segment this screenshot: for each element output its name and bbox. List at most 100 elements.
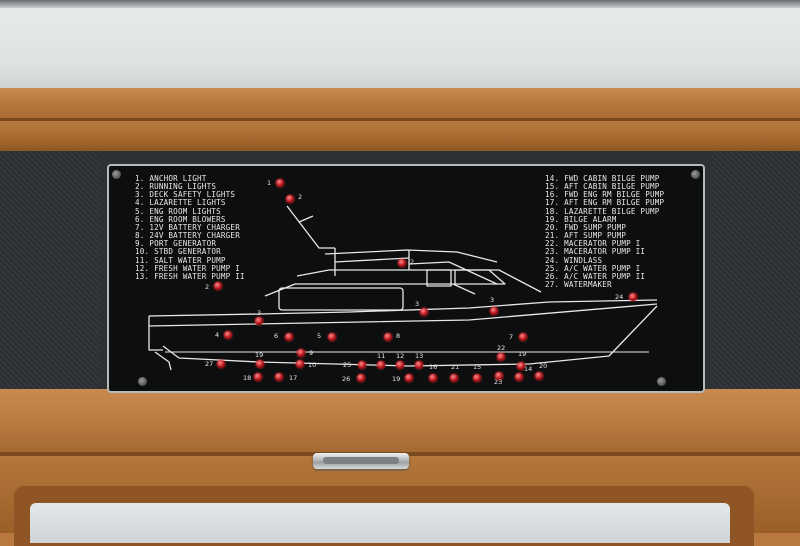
diagram-label: 1 — [267, 179, 272, 187]
legend-item: 17. AFT ENG RM BILGE PUMP — [545, 198, 665, 208]
screw-icon — [112, 170, 121, 179]
window-main — [278, 287, 404, 311]
diagram-label: 23 — [494, 378, 503, 386]
legend-item: 18. LAZARETTE BILGE PUMP — [545, 206, 660, 216]
indicator-led[interactable] — [629, 293, 637, 301]
diagram-label: 19 — [255, 351, 264, 359]
hull-bottom — [162, 305, 658, 367]
legend-item: 25. A/C WATER PUMP I — [545, 263, 641, 273]
indicator-led[interactable] — [535, 372, 543, 380]
lower-wood-trim — [0, 389, 800, 459]
diagram-label: 9 — [309, 349, 314, 357]
diagram-label: 4 — [215, 331, 220, 339]
indicator-led[interactable] — [358, 361, 366, 369]
window-bow — [454, 269, 506, 285]
indicator-led[interactable] — [276, 179, 284, 187]
diagram-label: 25 — [343, 361, 352, 369]
trim-groove — [0, 118, 800, 121]
yacht-outline-diagram — [148, 205, 658, 371]
indicator-led[interactable] — [256, 360, 264, 368]
diagram-label: 13 — [415, 352, 424, 360]
diagram-label: 6 — [274, 332, 279, 340]
legend-item: 1. ANCHOR LIGHT — [135, 174, 207, 183]
ceiling — [0, 0, 800, 90]
legend-item: 20. FWD SUMP PUMP — [545, 222, 627, 232]
diagram-label: 8 — [396, 332, 401, 340]
legend-item: 24. WINDLASS — [545, 255, 603, 265]
handle-grip[interactable] — [323, 457, 399, 464]
middle-wood-trim — [0, 121, 800, 151]
indicator-led[interactable] — [214, 282, 222, 290]
indicator-led[interactable] — [519, 333, 527, 341]
windshield — [408, 261, 498, 285]
legend-item: 7. 12V BATTERY CHARGER — [135, 222, 240, 232]
indicator-led[interactable] — [420, 308, 428, 316]
legend-item: 16. FWD ENG RM BILGE PUMP — [545, 190, 665, 200]
indicator-led[interactable] — [377, 361, 385, 369]
flybridge-top — [324, 249, 498, 263]
indicator-led[interactable] — [384, 333, 392, 341]
indicator-led[interactable] — [275, 373, 283, 381]
diagram-label: 5 — [317, 332, 322, 340]
indicator-led[interactable] — [398, 259, 406, 267]
diagram-label: 22 — [497, 344, 506, 352]
legend-item: 14. FWD CABIN BILGE PUMP — [545, 174, 660, 183]
diagram-label: 2 — [205, 283, 210, 291]
indicator-led[interactable] — [450, 374, 458, 382]
indicator-led[interactable] — [286, 195, 294, 203]
screw-icon — [138, 377, 147, 386]
diagram-label: 3 — [257, 309, 262, 317]
flybridge-rail — [334, 257, 410, 263]
legend-item: 3. DECK SAFETY LIGHTS — [135, 190, 236, 200]
screw-icon — [691, 170, 700, 179]
window-fore — [426, 269, 452, 287]
indicator-led[interactable] — [296, 360, 304, 368]
indicator-led[interactable] — [515, 373, 523, 381]
diagram-label: 3 — [415, 300, 420, 308]
transom-steps — [154, 351, 172, 371]
deck-line — [148, 299, 658, 317]
diagram-label: 19 — [392, 375, 401, 383]
legend-item: 27. WATERMAKER — [545, 280, 612, 290]
cabinet-handle[interactable] — [313, 453, 409, 469]
indicator-led[interactable] — [297, 349, 305, 357]
indicator-led[interactable] — [357, 374, 365, 382]
legend-item: 8. 24V BATTERY CHARGER — [135, 231, 240, 241]
legend-left: 1. ANCHOR LIGHT 2. RUNNING LIGHTS 3. DEC… — [135, 174, 245, 281]
fabric-right — [712, 151, 800, 389]
indicator-led[interactable] — [429, 374, 437, 382]
indicator-led[interactable] — [255, 317, 263, 325]
stern — [148, 316, 163, 351]
diagram-label: 24 — [615, 293, 624, 301]
indicator-led[interactable] — [254, 373, 262, 381]
diagram-label: 19 — [518, 350, 527, 358]
legend-item: 19. BILGE ALARM — [545, 214, 617, 224]
indicator-led[interactable] — [490, 307, 498, 315]
legend-item: 15. AFT CABIN BILGE PUMP — [545, 182, 660, 192]
indicator-led[interactable] — [497, 353, 505, 361]
diagram-label: 12 — [396, 352, 405, 360]
legend-item: 9. PORT GENERATOR — [135, 239, 217, 249]
legend-item: 21. AFT SUMP PUMP — [545, 231, 627, 241]
diagram-label: 2 — [410, 258, 415, 266]
indicator-led[interactable] — [285, 333, 293, 341]
legend-item: 6. ENG ROOM BLOWERS — [135, 214, 226, 224]
flybridge-support — [334, 248, 410, 276]
screw-icon — [657, 377, 666, 386]
cabin-roof — [296, 269, 542, 293]
indicator-led[interactable] — [495, 372, 503, 380]
diagram-label: 18 — [243, 374, 252, 382]
indicator-led[interactable] — [517, 362, 525, 370]
legend-item: 2. RUNNING LIGHTS — [135, 182, 217, 192]
legend-item: 12. FRESH WATER PUMP I — [135, 263, 240, 273]
indicator-led[interactable] — [224, 331, 232, 339]
indicator-led[interactable] — [415, 361, 423, 369]
indicator-led[interactable] — [405, 374, 413, 382]
indicator-led[interactable] — [328, 333, 336, 341]
indicator-led[interactable] — [396, 361, 404, 369]
door-window — [30, 503, 730, 543]
diagram-label: 14 — [524, 365, 533, 373]
indicator-led[interactable] — [473, 374, 481, 382]
indicator-led[interactable] — [217, 360, 225, 368]
fabric-left — [0, 151, 100, 389]
